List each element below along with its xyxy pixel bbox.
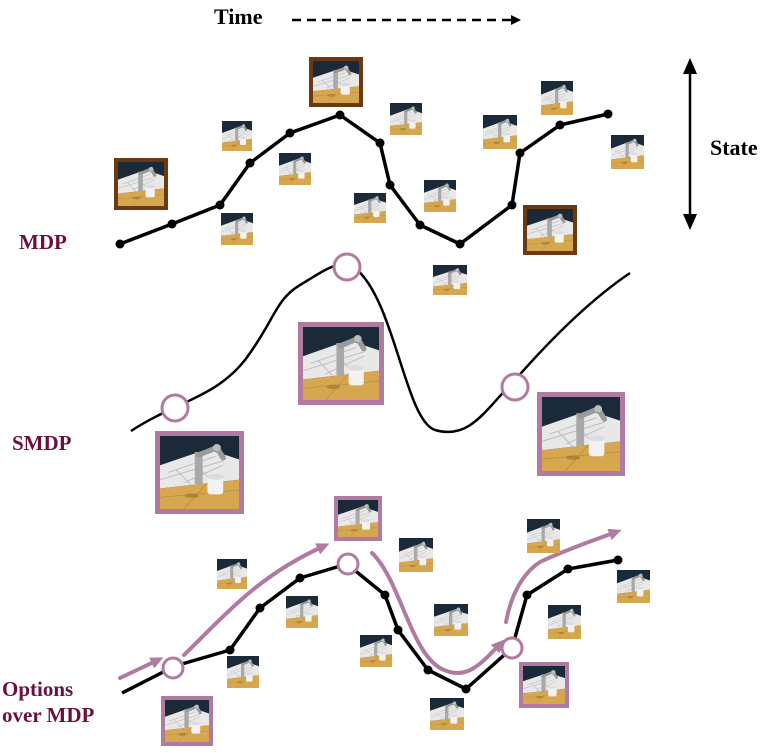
options-state-thumbnails bbox=[161, 496, 650, 746]
time-label: Time bbox=[214, 4, 263, 29]
options-label-line2: over MDP bbox=[2, 703, 95, 727]
mdp-label: MDP bbox=[19, 230, 67, 254]
option-decision-points bbox=[161, 552, 524, 680]
options-over-mdp-label: Options over MDP bbox=[2, 676, 94, 728]
state-label: State bbox=[710, 135, 758, 160]
smdp-state-thumbnails bbox=[155, 322, 625, 514]
mdp-state-thumbnails bbox=[114, 57, 644, 295]
options-trajectory bbox=[121, 555, 623, 695]
options-label-line1: Options bbox=[2, 677, 74, 701]
smdp-decision-points bbox=[160, 252, 530, 423]
mdp-trajectory bbox=[115, 109, 613, 249]
state-arrow-icon bbox=[683, 58, 697, 230]
smdp-label: SMDP bbox=[12, 431, 72, 455]
option-arrows bbox=[118, 528, 622, 680]
